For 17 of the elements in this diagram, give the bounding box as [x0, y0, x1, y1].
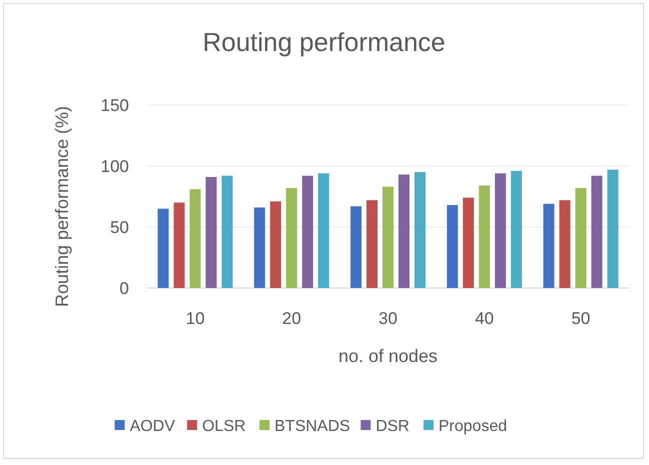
x-tick-label: 50	[571, 309, 590, 328]
y-tick-label: 100	[100, 157, 129, 176]
y-tick-label: 50	[110, 218, 129, 237]
y-tick-label: 0	[120, 279, 129, 298]
y-axis-title: Routing performance (%)	[52, 106, 72, 308]
y-tick-label: 150	[100, 96, 129, 115]
legend-label: BTSNADS	[274, 418, 350, 435]
x-tick-label: 20	[282, 309, 302, 328]
x-axis-title: no. of nodes	[338, 346, 438, 366]
legend-label: AODV	[130, 418, 176, 435]
legend-label: Proposed	[438, 418, 507, 435]
x-tick-label: 10	[186, 309, 205, 328]
chart-title: Routing performance	[202, 27, 446, 57]
legend-label: DSR	[376, 418, 410, 435]
x-tick-label: 40	[474, 309, 494, 328]
x-tick-label: 30	[378, 309, 398, 328]
legend-label: OLSR	[202, 418, 246, 435]
